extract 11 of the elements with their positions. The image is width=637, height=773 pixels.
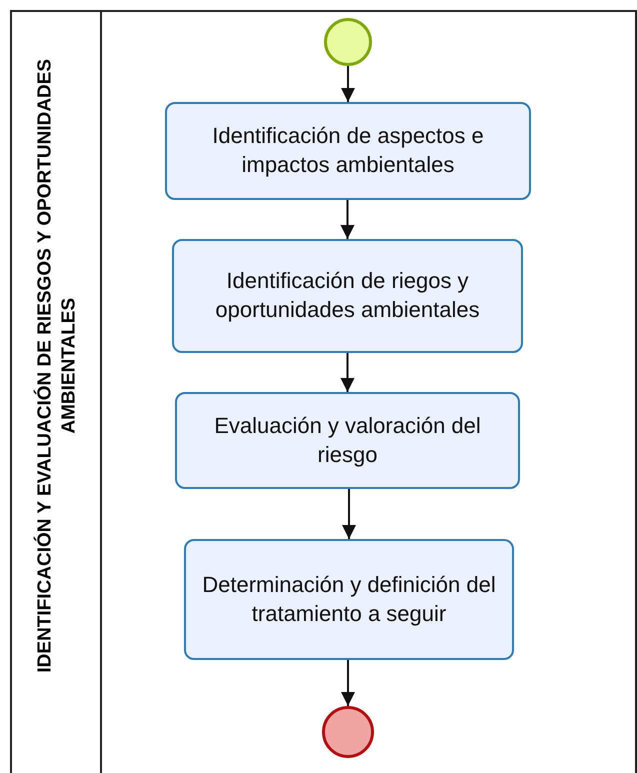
task-box: Identificación de riegos y oportunidades ambientales [172,239,523,353]
arrow [341,660,355,706]
arrow [341,66,355,102]
task-box: Determinación y definición del tratamiento a seguir [184,539,514,660]
task-box: Evaluación y valoración del riesgo [175,392,520,489]
task-box: Identificación de aspectos e impactos ambientales [165,102,531,200]
arrow [342,489,356,539]
pool-label: IDENTIFICACIÓN Y EVALUACIÓN DE RIESGOS Y OPORTUNIDADES AMBIENTALES [33,58,80,675]
arrow [340,200,354,239]
arrow [340,353,354,392]
pool-frame [10,10,637,773]
